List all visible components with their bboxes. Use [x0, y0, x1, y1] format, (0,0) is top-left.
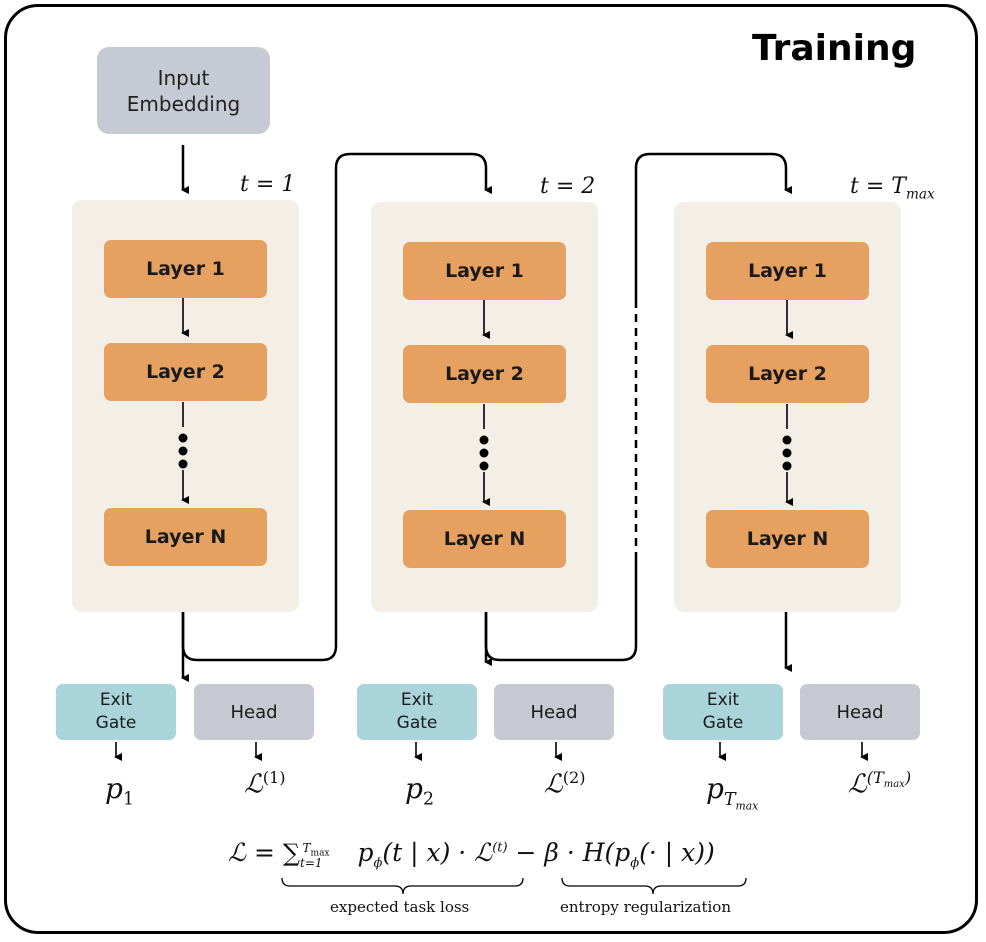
exit-probability-1: p1 — [105, 772, 134, 810]
iteration-label-3: t = Tmax — [850, 174, 935, 203]
iteration-label-1: t = 1 — [240, 172, 296, 197]
exit-probability-2: p2 — [405, 772, 434, 810]
training-objective-formula: ℒ = ∑t=1Tmax pϕ(t | x) · ℒ(t) − β · H(pϕ… — [228, 838, 715, 871]
head-box: Head — [494, 684, 614, 740]
head-box: Head — [800, 684, 920, 740]
layer-1-box: Layer 1 — [403, 242, 566, 300]
diagram-title: Training — [752, 28, 917, 69]
head-box: Head — [194, 684, 314, 740]
layer-n-box: Layer N — [706, 510, 869, 568]
layer-n-box: Layer N — [104, 508, 267, 566]
layer-1-box: Layer 1 — [706, 242, 869, 300]
input-embedding-line2: Embedding — [126, 91, 241, 116]
iteration-label-2: t = 2 — [540, 174, 596, 199]
entropy-regularization-label: entropy regularization — [560, 898, 731, 916]
loss-label-tmax: ℒ(Tmax) — [848, 768, 912, 800]
input-embedding-line1: Input — [157, 65, 210, 90]
expected-task-loss-label: expected task loss — [330, 898, 470, 916]
layer-2-box: Layer 2 — [706, 345, 869, 403]
layer-2-box: Layer 2 — [104, 343, 267, 401]
input-embedding-box: Input Embedding — [97, 47, 270, 134]
exit-probability-tmax: pTmax — [706, 772, 759, 813]
loss-label-2: ℒ(2) — [544, 768, 586, 800]
layer-1-box: Layer 1 — [104, 240, 267, 298]
loss-label-1: ℒ(1) — [244, 768, 286, 800]
layer-2-box: Layer 2 — [403, 345, 566, 403]
layer-n-box: Layer N — [403, 510, 566, 568]
